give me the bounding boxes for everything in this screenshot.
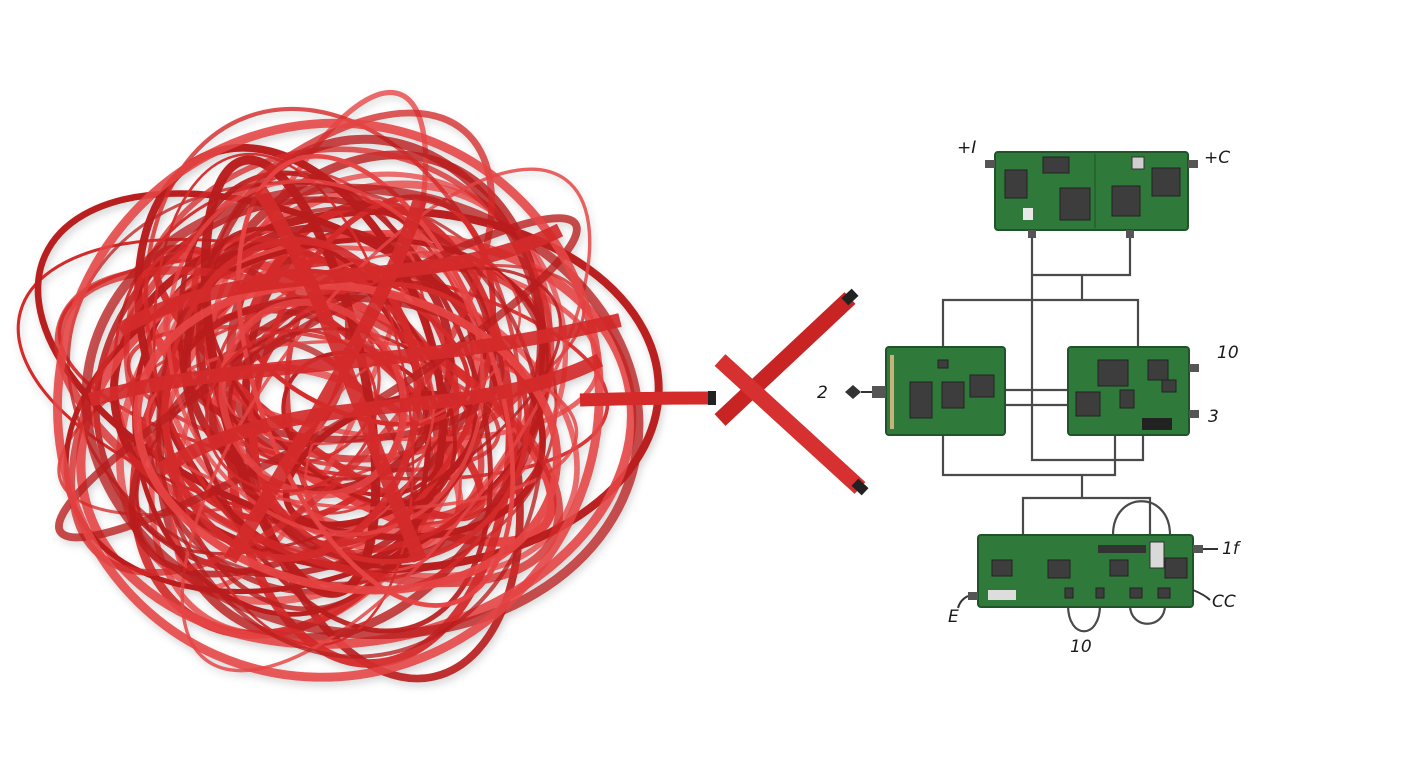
pcb-middle-right bbox=[1067, 346, 1199, 436]
label-mid-left: 2 bbox=[817, 383, 828, 403]
ribbon-loop bbox=[180, 294, 505, 443]
pcb-top bbox=[985, 151, 1198, 238]
traces bbox=[941, 230, 1172, 633]
pcb-middle-left bbox=[845, 346, 1006, 436]
label-bottom-right-bottom: CC bbox=[1212, 592, 1236, 612]
ribbon-strand bbox=[116, 223, 564, 336]
ribbon-strand bbox=[87, 313, 622, 407]
pcb-bottom bbox=[957, 534, 1218, 609]
circuit-network: +I +C 2 10 3 1f CC E 10 bbox=[817, 138, 1242, 657]
ribbon-loop bbox=[156, 206, 544, 659]
label-bottom-right-top: 1f bbox=[1222, 539, 1242, 559]
ribbon-loop bbox=[53, 118, 604, 682]
ribbon-loop bbox=[180, 167, 592, 673]
label-bottom-left: E bbox=[948, 607, 959, 627]
label-bottom-center: 10 bbox=[1070, 637, 1092, 657]
ribbon-strand bbox=[156, 353, 604, 476]
red-x-mark bbox=[579, 288, 869, 496]
label-mid-right-top: 10 bbox=[1217, 343, 1239, 363]
ribbon-loop bbox=[145, 339, 579, 511]
tangled-ribbon-ball bbox=[16, 89, 663, 683]
label-top-left: +I bbox=[957, 138, 976, 158]
ribbon-strand bbox=[223, 197, 427, 564]
ribbon-loop bbox=[81, 183, 644, 640]
label-top-right: +C bbox=[1204, 148, 1230, 168]
ribbon-loop bbox=[55, 214, 581, 542]
board-labels: +I +C 2 10 3 1f CC E 10 bbox=[817, 138, 1242, 657]
label-mid-right-bottom: 3 bbox=[1208, 407, 1219, 427]
